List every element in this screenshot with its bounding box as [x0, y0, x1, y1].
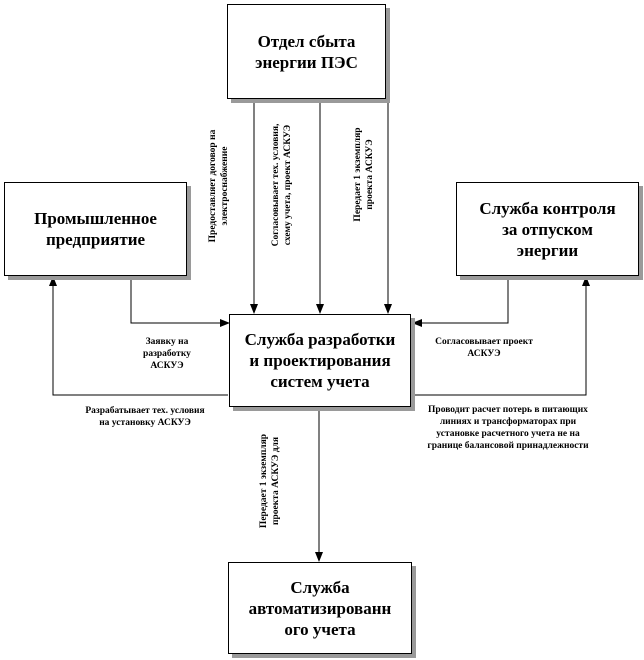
box-industrial-enterprise: Промышленное предприятие	[4, 182, 187, 276]
label-transfers-copy-top: Передает 1 экземпляр проекта АСКУЭ	[353, 127, 375, 222]
box-automated-metering-service: Служба автоматизированн ого учета	[228, 562, 412, 654]
box-sales-department: Отдел сбыта энергии ПЭС	[227, 4, 386, 99]
box-energy-control-service-label: Служба контроля за отпуском энергии	[479, 198, 616, 260]
label-transfers-copy-bottom: Передает 1 экземпляр проекта АСКУЭ для	[259, 433, 281, 529]
arrow-agrees-project	[412, 277, 509, 327]
box-automated-metering-service-label: Служба автоматизированн ого учета	[248, 577, 392, 639]
box-design-service-label: Служба разработки и проектирования систе…	[244, 330, 396, 391]
box-industrial-enterprise-label: Промышленное предприятие	[34, 209, 157, 249]
arrow-loss-calc	[411, 276, 590, 396]
label-contract: Предоставляет договор на электроснабжени…	[208, 129, 230, 243]
box-energy-control-service: Служба контроля за отпуском энергии	[456, 182, 639, 276]
arrow-develops-specs	[49, 276, 228, 396]
box-sales-department-label: Отдел сбыта энергии ПЭС	[255, 31, 358, 72]
label-request: Заявку на разработку АСКУЭ	[143, 337, 191, 371]
box-design-service: Служба разработки и проектирования систе…	[229, 314, 411, 407]
label-develops-specs: Разрабатывает тех. условия на установку …	[85, 406, 205, 428]
label-agrees-specs: Согласовывает тех. условия, схему учета,…	[271, 123, 293, 247]
label-loss-calc: Проводит расчет потерь в питающих линиях…	[427, 405, 589, 451]
arrow-request	[130, 277, 230, 327]
label-agrees-project: Согласовывает проект АСКУЭ	[435, 337, 533, 359]
